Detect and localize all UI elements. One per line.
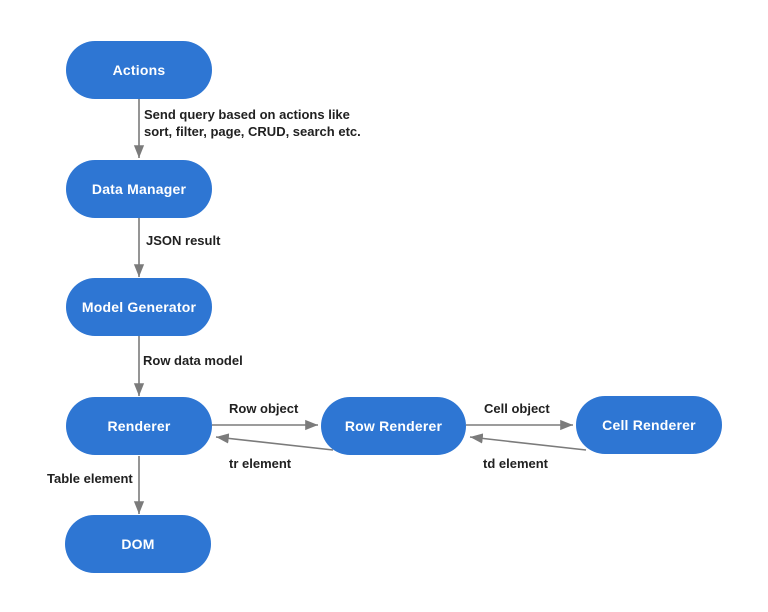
- node-dom: DOM: [65, 515, 211, 573]
- node-row-renderer-label: Row Renderer: [344, 418, 443, 434]
- edge-label-send-query: Send query based on actions like sort, f…: [144, 106, 361, 140]
- node-model-generator-label: Model Generator: [81, 299, 197, 315]
- edge-label-send-query-line1: Send query based on actions like: [144, 107, 350, 122]
- node-data-manager: Data Manager: [66, 160, 212, 218]
- edge-label-send-query-line2: sort, filter, page, CRUD, search etc.: [144, 124, 361, 139]
- node-model-generator: Model Generator: [66, 278, 212, 336]
- edge-label-row-object: Row object: [229, 401, 299, 416]
- arrow-cell-renderer-to-row-renderer: [469, 433, 587, 451]
- node-actions-label: Actions: [112, 62, 166, 78]
- edge-label-row-data-model: Row data model: [143, 353, 243, 368]
- node-cell-renderer-label: Cell Renderer: [602, 417, 696, 433]
- edge-label-cell-object: Cell object: [484, 401, 550, 416]
- arrow-row-renderer-to-renderer: [215, 433, 334, 451]
- node-row-renderer: Row Renderer: [321, 397, 466, 455]
- node-renderer-label: Renderer: [107, 418, 171, 434]
- edge-label-td-element: td element: [483, 456, 549, 471]
- node-dom-label: DOM: [121, 536, 155, 552]
- edge-label-table-element: Table element: [47, 471, 133, 486]
- node-data-manager-label: Data Manager: [91, 181, 187, 197]
- node-actions: Actions: [66, 41, 212, 99]
- edge-label-json-result: JSON result: [146, 233, 221, 248]
- node-renderer: Renderer: [66, 397, 212, 455]
- edge-label-tr-element: tr element: [229, 456, 292, 471]
- node-cell-renderer: Cell Renderer: [576, 396, 722, 454]
